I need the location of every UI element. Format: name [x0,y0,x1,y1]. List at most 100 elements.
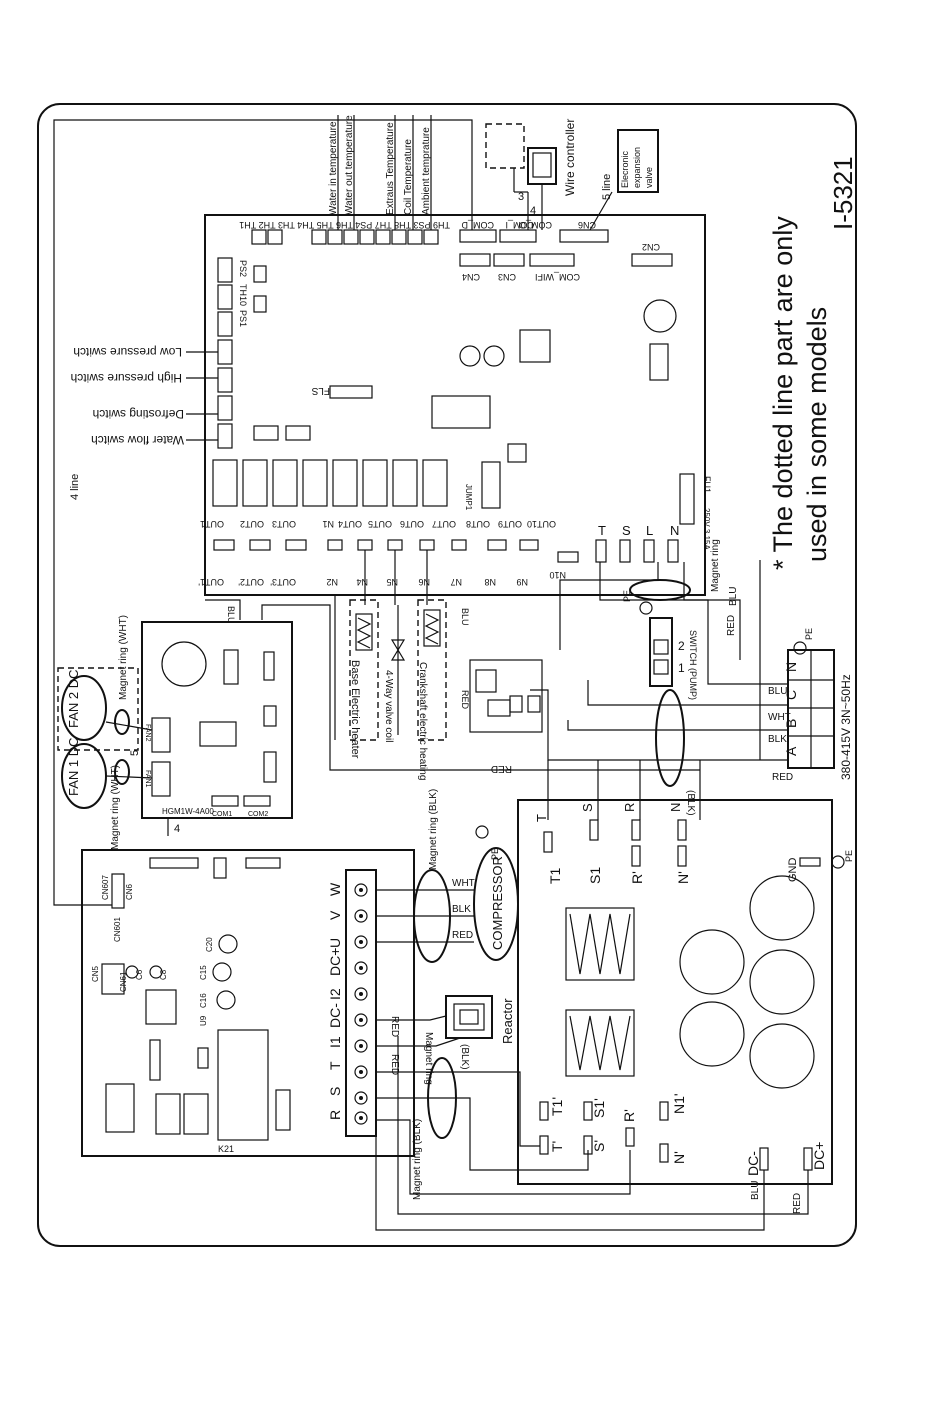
sensor-label-water-out: Water out temperature [344,115,355,215]
sensor-label-ambient: Ambient temprature [421,127,432,215]
filter-pin-r-prime-bottom: R' [621,1109,637,1122]
crank-heater-element [423,609,441,647]
fan-wire-count: 5 [129,750,141,756]
svg-text:N1: N1 [322,519,334,529]
ps1-label: PS1 [238,310,248,327]
four-line-wire [53,119,473,906]
compressor-wht: WHT [452,878,475,889]
terminal-n: N [783,662,799,672]
main-red-label: RED [491,763,512,774]
wire-controller-pin-3: 3 [518,191,524,203]
relay-row [212,459,448,507]
wire-red-a: RED [772,772,793,783]
com-label-o: COM_O [519,220,552,230]
svg-text:OUT1': OUT1' [198,577,224,587]
pin-l-label: L [646,523,653,538]
fuse-label: FU1 [702,476,712,493]
sensor-connectors [251,229,439,245]
filter-pin-s-prime: S' [591,1140,607,1152]
sensor-label-exhaust: Extraus Temperature [385,122,396,215]
reactor-magnet-label: Magnet ring [423,1032,434,1085]
filter-pin-dc-plus: DC+ [811,1142,827,1170]
power-blk-label: (BLK) [685,790,696,816]
pump-relay [469,659,543,733]
driver-cn6: CN6 [125,883,134,900]
diagram-frame [37,103,857,1247]
svg-text:N7: N7 [450,577,462,587]
driver-cn601: CN601 [113,917,122,942]
reactor-label: Reactor [500,998,515,1044]
compressor-pe: PE [490,848,500,860]
svg-text:OUT3: OUT3 [272,519,296,529]
filter-pin-n: N [668,803,683,812]
filter-pin-r: R [622,803,637,812]
crank-heater-box [417,599,447,741]
fan-board [141,621,293,819]
terminal-b: B [783,719,799,728]
magnet-ring-main: Magnet ring [710,539,721,592]
filter-pin-t: T [534,814,549,822]
svg-text:I1: I1 [327,1036,343,1048]
out-labels-bottom: OUT1' OUT2' OUT3' N2 N4 N5 N6 N7 N8 N9 N… [198,570,566,587]
driver-terminal-screws [354,883,368,1125]
fuse-rating: 250V 3.15A [702,508,711,550]
svg-text:R: R [327,1110,343,1120]
pump-switch-pe: PE [622,590,632,602]
filter-board [517,799,833,1185]
compressor-label: COMPRESSOR [490,856,505,950]
cn3-label: CN3 [498,272,516,282]
filter-pe: PE [844,850,854,862]
svg-text:N4: N4 [356,577,368,587]
driver-terminal-labels: R S T I1 DC- I2 DC+ U V W [327,882,343,1120]
pump-switch-pin-1: 1 [678,661,685,675]
out-labels-top: OUT1 OUT2 OUT3 N1 OUT4 OUT5 OUT6 OUT7 OU… [200,519,556,529]
relay-red: RED [460,690,470,710]
pump-switch-label: SWITCH (PUMP) [688,630,698,700]
main-red-right-label: RED [726,615,737,636]
load-wires [334,550,428,740]
pump-switch [649,617,673,687]
fan-board-fan2-port: FAN2 [144,724,151,742]
filter-capacitors [679,875,815,1089]
note-line-2: used in some models [802,307,832,562]
reactor [445,995,493,1039]
svg-text:OUT8: OUT8 [466,519,490,529]
fuse [679,473,695,525]
svg-text:OUT2': OUT2' [238,577,264,587]
drawing-code: I-5321 [828,156,858,230]
switch-terminals [217,257,233,449]
com-connectors [459,229,673,267]
wire-controller-screen [532,152,552,178]
svg-text:OUT1: OUT1 [200,519,224,529]
svg-text:W: W [327,882,343,896]
fan-board-com2: COM2 [248,811,268,818]
compressor-blk: BLK [452,904,471,915]
svg-text:OUT7: OUT7 [432,519,456,529]
driver-cn607: CN607 [101,875,110,900]
filter-pin-dc-minus: DC- [745,1151,761,1176]
bottom-magnet-label: Magnet ring (BLK) [412,1119,423,1200]
dc-red-label: RED [792,1193,803,1214]
filter-pin-s: S [580,803,595,812]
sensor-label-water-in: Water in temperature [328,121,339,215]
ps2-label: PS2 [238,260,248,277]
filter-pin-n1-prime: N1' [671,1093,687,1114]
power-wires [530,560,788,820]
expansion-valve-wire-label: 5 line [601,174,613,200]
filter-top-pins [543,819,687,867]
four-line-label: 4 line [69,474,81,500]
svg-text:OUT4: OUT4 [338,519,362,529]
terminal-c: C [783,690,799,700]
wire-blu-n: BLU [768,686,787,697]
svg-text:OUT2: OUT2 [240,519,264,529]
svg-text:N9: N9 [516,577,528,587]
terminal-cells [788,650,834,768]
filter-pin-t1: T1 [547,867,563,884]
four-wire-label: 4 [174,823,180,835]
cn6-label: CN6 [578,220,596,230]
expansion-valve-label-3: valve [644,167,654,188]
compressor-magnet-label: Magnet ring (BLK) [428,789,439,870]
base-heater-label: Base Electric heater [349,660,361,759]
svg-text:N6: N6 [418,577,430,587]
fls-connector [329,385,373,399]
